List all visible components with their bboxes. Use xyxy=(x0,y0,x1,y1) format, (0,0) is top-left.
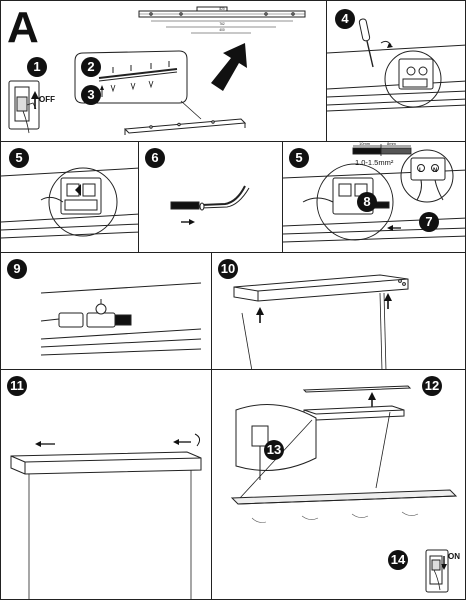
step-9: 9 xyxy=(7,259,27,279)
dimension-762: 762 xyxy=(219,22,225,26)
fixture-dimension-drawing xyxy=(138,6,306,34)
left-arrow-icon xyxy=(387,225,401,231)
panel-4: 4 xyxy=(326,0,466,142)
terminal-connector-illustration xyxy=(410,157,446,201)
wall-switch-off-illustration xyxy=(8,80,40,134)
panel-6: 6 xyxy=(138,141,283,253)
up-arrow-left-icon xyxy=(256,307,264,323)
luminaire-bar-illustration xyxy=(230,489,458,505)
wall-switch-on-illustration xyxy=(425,549,449,593)
up-arrow-icon xyxy=(31,91,39,109)
detail-callout xyxy=(235,404,317,480)
up-arrow-right-icon xyxy=(384,293,392,309)
switch-on-label: ON xyxy=(448,552,460,561)
step-5: 5 xyxy=(9,148,29,168)
panel-a: 820 762 400 A 1 2 3 OFF xyxy=(0,0,327,142)
panel-9: 9 xyxy=(0,252,212,370)
step-1: 1 xyxy=(27,57,47,77)
switch-off-label: OFF xyxy=(39,95,55,104)
panel-12-drawing xyxy=(230,385,458,593)
mounting-plate-callout xyxy=(74,50,202,120)
panel-11: 11 xyxy=(0,369,212,600)
ceiling-canopy-illustration xyxy=(233,274,409,302)
step-12: 12 xyxy=(422,376,442,396)
wire-cross-section-label: 1.0-1.5mm² xyxy=(355,158,394,167)
terminal-block-illustration xyxy=(398,58,434,90)
ceiling-canopy-mounted-illustration xyxy=(10,451,202,475)
panel-5: 5 xyxy=(0,141,139,253)
up-arrow-cover-icon xyxy=(368,392,376,408)
arrow-left-icon xyxy=(75,184,81,196)
screw-right-icon xyxy=(173,433,201,447)
right-arrow-icon xyxy=(181,219,195,225)
light-rays xyxy=(251,511,419,523)
screw-left-icon xyxy=(35,441,55,447)
cable-sleeve-illustration xyxy=(170,185,250,211)
panel-10: 10 xyxy=(211,252,466,370)
cable-connector-illustration xyxy=(40,299,132,328)
wire-strip-length-diagram xyxy=(352,144,412,156)
step-10: 10 xyxy=(218,259,238,279)
terminal-label-l: L xyxy=(419,168,423,174)
suspension-wires xyxy=(241,292,387,369)
dimension-400: 400 xyxy=(219,28,225,32)
step-6: 6 xyxy=(145,148,165,168)
down-arrow-icon xyxy=(441,556,447,570)
screwdriver-icon xyxy=(358,18,393,68)
step-8: 8 xyxy=(357,192,377,212)
up-right-arrow-icon xyxy=(211,43,247,91)
panel-12-13-14: 12 13 14 ON xyxy=(211,369,466,600)
step-5b: 5 xyxy=(289,148,309,168)
strip-length-right: 8mm xyxy=(387,141,396,146)
dimension-820: 820 xyxy=(219,7,225,11)
panel-7-8: 10mm 8mm 1.0-1.5mm² L N 7 8 5 xyxy=(282,141,466,253)
panel-5-drawing xyxy=(1,167,138,239)
step-7: 7 xyxy=(419,212,439,232)
step-3: 3 xyxy=(81,85,101,105)
panel-a-drawing: 820 762 400 xyxy=(8,6,306,135)
suspension-wires xyxy=(28,470,192,599)
panel-4-drawing xyxy=(327,18,465,112)
terminal-label-n: N xyxy=(433,168,438,174)
step-2: 2 xyxy=(81,57,101,77)
cover-plate-illustration xyxy=(302,385,412,393)
panel-10-drawing xyxy=(233,274,409,369)
panel-9-drawing xyxy=(40,282,202,356)
step-13: 13 xyxy=(264,440,284,460)
step-14: 14 xyxy=(388,550,408,570)
section-title: A xyxy=(7,3,39,52)
step-11: 11 xyxy=(7,376,27,396)
panel-11-drawing xyxy=(10,433,202,599)
step-4: 4 xyxy=(335,9,355,29)
mounting-rail-part xyxy=(123,118,247,135)
strip-length-left: 10mm xyxy=(359,141,371,146)
panel-6-drawing xyxy=(170,185,250,225)
terminal-block-wired-illustration xyxy=(302,177,390,215)
